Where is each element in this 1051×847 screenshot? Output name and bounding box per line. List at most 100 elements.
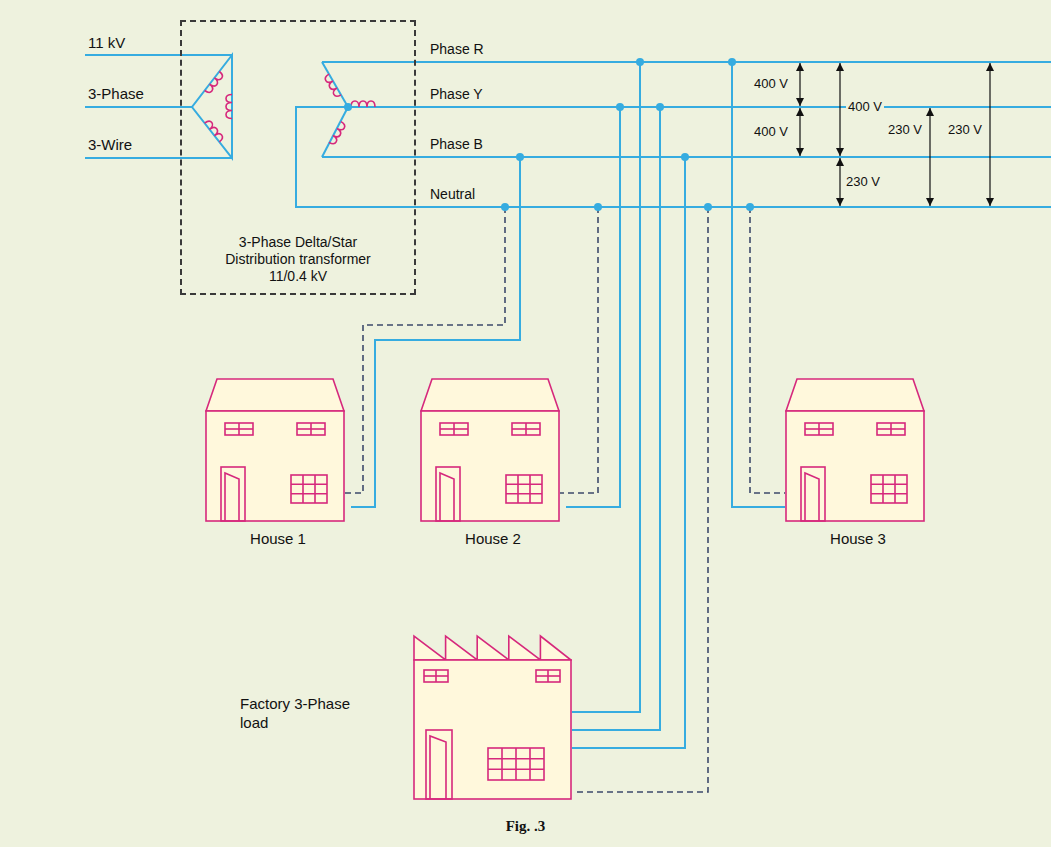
- drawing-part: [291, 493, 327, 495]
- voltage-label: 400 V: [846, 99, 884, 115]
- drawing-part: [529, 748, 531, 780]
- supply-lines: [85, 55, 232, 158]
- bus-lines: [296, 62, 1051, 207]
- drawing-part: [512, 428, 540, 430]
- voltage-label: 230 V: [948, 122, 982, 138]
- line-name: Phase Y: [430, 86, 483, 103]
- drawing-part: [746, 203, 754, 211]
- phase-label: 3-Wire: [88, 136, 132, 153]
- node-label: House 3: [785, 530, 931, 547]
- drawing-part: [322, 107, 348, 157]
- drawing-part: [594, 203, 602, 211]
- drawing-part: [414, 636, 571, 660]
- drawing-part: [488, 768, 544, 770]
- drawing-part: [192, 55, 232, 158]
- drawing-part: [297, 423, 325, 435]
- voltage-label: 400 V: [754, 124, 788, 140]
- line-name: Phase R: [430, 41, 484, 58]
- factory-building: Factory 3-Phase load: [238, 630, 572, 802]
- house-outline: [785, 375, 925, 525]
- node-label: 3-Phase Delta/Star Distribution transfor…: [212, 234, 384, 285]
- figure-caption: Fig. .3: [0, 818, 1051, 835]
- drawing-part: [440, 473, 454, 521]
- phase-label: 3-Phase: [88, 85, 144, 102]
- node-label: House 2: [420, 530, 566, 547]
- drawing-part: [314, 475, 316, 503]
- star-coils: [324, 74, 375, 145]
- drawing-part: [205, 119, 225, 142]
- drawing-part: [225, 423, 253, 435]
- drawing-part: [877, 428, 905, 430]
- drawing-part: [440, 423, 468, 435]
- drawing-part: [536, 670, 560, 682]
- voltage-label: 230 V: [846, 174, 880, 190]
- drawing-part: [205, 71, 224, 94]
- drawing-part: [786, 379, 924, 411]
- house-building: House 2: [420, 375, 566, 557]
- drawing-part: [206, 379, 344, 411]
- drawing-part: [805, 473, 819, 521]
- drawing-part: [501, 203, 509, 211]
- drawing-part: [894, 475, 896, 503]
- drawing-part: [529, 475, 531, 503]
- drawing-part: [488, 748, 544, 780]
- house-building: House 1: [205, 375, 351, 557]
- drawing-part: [801, 423, 907, 521]
- drawing-part: [226, 95, 232, 119]
- line-name: Neutral: [430, 186, 475, 203]
- drawing-part: [85, 54, 232, 56]
- drawing-part: [206, 411, 344, 521]
- drawing-part: [805, 428, 833, 430]
- drawing-part: [85, 106, 192, 108]
- drawing-part: [501, 748, 503, 780]
- node-label: House 1: [205, 530, 351, 547]
- drawing-part: [424, 675, 448, 677]
- drawing-part: [297, 428, 325, 430]
- drawing-part: [329, 122, 346, 146]
- drawing-part: [799, 63, 800, 106]
- drawing-part: [424, 670, 448, 682]
- voltage-label: 11 kV: [88, 34, 125, 51]
- drawing-part: [421, 411, 559, 521]
- node-label: Factory 3-Phase load: [240, 694, 352, 732]
- drawing-part: [989, 63, 990, 206]
- drawing-part: [324, 74, 341, 98]
- drawing-part: [291, 483, 327, 485]
- drawing-part: [929, 108, 930, 206]
- drawing-part: [225, 473, 239, 521]
- drawing-part: [512, 423, 540, 435]
- drawing-part: [704, 203, 712, 211]
- drawing-part: [799, 108, 800, 156]
- drawing-part: [221, 467, 245, 521]
- voltage-label: 400 V: [754, 76, 788, 92]
- drawing-part: [322, 62, 348, 107]
- drawing-part: [750, 207, 785, 493]
- drawing-part: [871, 475, 907, 503]
- drawing-part: [440, 428, 468, 430]
- drawing-part: [436, 467, 460, 521]
- drawing-part: [421, 379, 559, 411]
- drawing-part: [348, 106, 378, 108]
- drawing-part: [786, 411, 924, 521]
- drawing-part: [882, 475, 884, 503]
- drawing-part: [506, 493, 542, 495]
- drawing-part: [805, 423, 833, 435]
- drawing-part: [302, 475, 304, 503]
- drawing-part: [430, 736, 446, 799]
- drawing-part: [801, 467, 825, 521]
- house-outline: [420, 375, 560, 525]
- drawing-part: [344, 103, 352, 111]
- drawing-part: [426, 730, 452, 799]
- drawing-part: [560, 207, 598, 493]
- drawing-part: [536, 675, 560, 677]
- drawing-part: [225, 428, 253, 430]
- voltage-label: 230 V: [888, 122, 922, 138]
- drawing-part: [436, 423, 542, 521]
- drawing-part: [871, 493, 907, 495]
- drawing-part: [488, 758, 544, 760]
- drawing-part: [221, 423, 327, 521]
- drawing-part: [506, 483, 542, 485]
- drawing-part: [414, 660, 571, 799]
- delta-coils: [205, 71, 232, 141]
- transformer-box: 3-Phase Delta/Star Distribution transfor…: [180, 20, 416, 295]
